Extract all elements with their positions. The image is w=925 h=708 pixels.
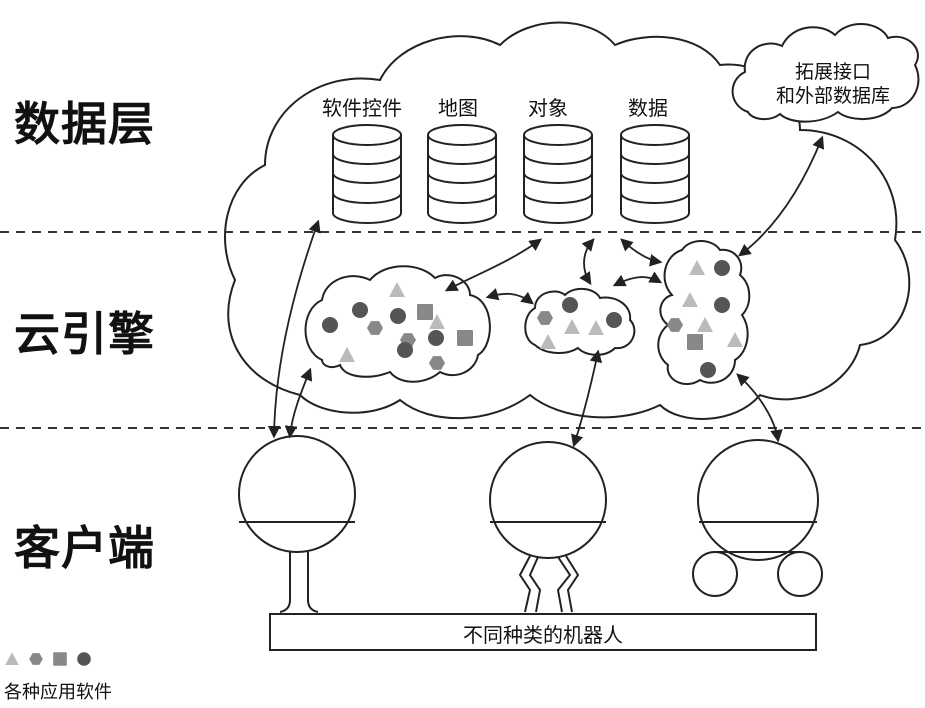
database-ring (620, 153, 690, 165)
db-label-data: 数据 (628, 96, 668, 120)
database-data-icon (620, 124, 690, 224)
external-label: 拓展接口 和外部数据库 (758, 60, 908, 108)
arrow-ext-right (737, 135, 825, 257)
robot-3-head (697, 439, 819, 561)
database-ring (523, 153, 593, 165)
circle-icon (606, 312, 622, 328)
triangle-icon (588, 320, 604, 335)
circle-icon (428, 330, 444, 346)
robot-1-leg-left (279, 552, 291, 613)
database-software-controls-icon (332, 124, 402, 224)
engine-blob-left (304, 265, 491, 383)
square-icon (687, 334, 703, 350)
database-ring (620, 192, 690, 204)
layer-label-engine: 云引擎 (14, 307, 155, 361)
legend-label: 各种应用软件 (4, 682, 112, 703)
database-body (427, 135, 497, 224)
robot-3-wheel-right (777, 551, 823, 597)
external-label-line2: 和外部数据库 (775, 85, 890, 107)
robot-2-leg-left-2 (528, 556, 542, 613)
db-label-maps: 地图 (438, 96, 478, 120)
engine-blob-right (657, 240, 751, 385)
database-top (620, 124, 690, 146)
arrow-db-robot1 (267, 219, 321, 439)
robot-1-head (238, 435, 356, 553)
external-cloud (731, 22, 920, 123)
circle-icon (562, 297, 578, 313)
database-ring (332, 172, 402, 184)
square-icon (53, 652, 67, 666)
robots-bar-label: 不同种类的机器人 (463, 623, 623, 647)
hexagon-icon (429, 356, 445, 370)
layer-label-data: 数据层 (14, 97, 155, 151)
triangle-icon (564, 319, 580, 334)
db-label-objects: 对象 (528, 96, 568, 120)
triangle-icon (5, 652, 19, 665)
database-ring (332, 192, 402, 204)
hexagon-icon (29, 653, 43, 665)
database-ring (427, 153, 497, 165)
database-body (523, 135, 593, 224)
database-ring (427, 172, 497, 184)
database-ring (620, 172, 690, 184)
database-body (332, 135, 402, 224)
triangle-icon (389, 282, 405, 297)
circle-icon (700, 362, 716, 378)
hexagon-icon (367, 321, 383, 335)
database-top (332, 124, 402, 146)
arrow-right-robot3 (736, 373, 783, 443)
triangle-icon (689, 260, 705, 275)
robot-3-wheel-left (692, 551, 738, 597)
robots-bar (269, 613, 817, 651)
arrow-db-leftblob (444, 238, 543, 292)
triangle-icon (339, 347, 355, 362)
hexagon-icon (537, 311, 553, 325)
database-ring (523, 192, 593, 204)
db-label-software-controls: 软件控件 (322, 96, 402, 120)
database-ring (523, 172, 593, 184)
hexagon-icon (667, 318, 683, 332)
triangle-icon (697, 317, 713, 332)
triangle-icon (540, 334, 556, 349)
circle-icon (397, 342, 413, 358)
robot-2-head (489, 441, 607, 559)
database-objects-icon (523, 124, 593, 224)
triangle-icon (682, 292, 698, 307)
database-top (427, 124, 497, 146)
database-ring (427, 192, 497, 204)
arrow-mid-right (612, 271, 663, 287)
circle-icon (714, 260, 730, 276)
arrow-mid-robot2 (571, 349, 603, 448)
circle-icon (77, 652, 91, 666)
circle-icon (322, 317, 338, 333)
robot-2-leg-right-2 (565, 555, 580, 613)
external-label-line1: 拓展接口 (794, 61, 871, 83)
circle-icon (352, 302, 368, 318)
arrow-db-mid (579, 238, 595, 286)
database-maps-icon (427, 124, 497, 224)
triangle-icon (429, 314, 445, 329)
arrow-db-right (620, 238, 663, 267)
circle-icon (390, 308, 406, 324)
layer-label-client: 客户端 (14, 521, 155, 575)
square-icon (417, 304, 433, 320)
circle-icon (714, 297, 730, 313)
square-icon (457, 330, 473, 346)
arrow-left-mid (485, 288, 534, 305)
robot-1-leg-right (307, 552, 319, 613)
database-top (523, 124, 593, 146)
database-ring (332, 153, 402, 165)
triangle-icon (727, 332, 743, 347)
arrow-blob-robot1 (284, 367, 313, 439)
robot-2-leg-left (518, 555, 532, 613)
database-body (620, 135, 690, 224)
robot-2-leg-right (556, 556, 572, 613)
